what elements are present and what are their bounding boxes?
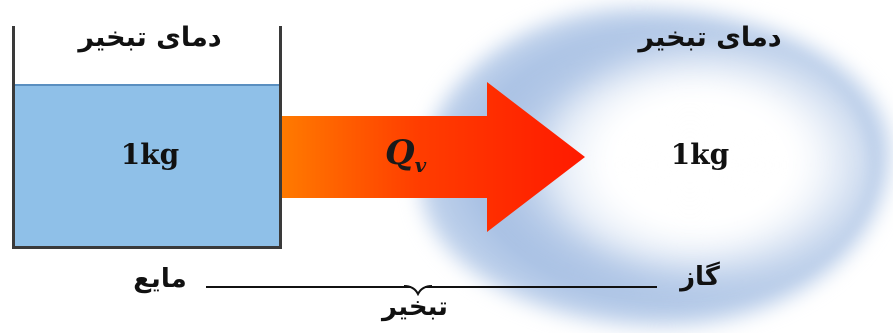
heat-symbol: Qv — [385, 133, 426, 177]
beaker-left-wall — [12, 26, 15, 249]
heat-symbol-subscript: v — [415, 153, 427, 177]
process-line-left — [206, 286, 411, 288]
heat-symbol-letter: Q — [385, 133, 415, 173]
heat-arrow — [282, 82, 587, 232]
liquid-surface — [15, 84, 279, 86]
heat-arrow-shape — [282, 82, 585, 232]
gas-state-label: گاز — [655, 262, 745, 292]
liquid-mass-label: 1kg — [100, 138, 200, 171]
process-line-right — [425, 286, 657, 288]
gas-mass-label: 1kg — [650, 138, 750, 171]
process-label: تبخیر — [350, 292, 480, 322]
liquid-temperature-label: دمای تبخیر — [60, 22, 240, 53]
beaker-bottom — [12, 246, 282, 249]
liquid-state-label: مایع — [110, 264, 210, 294]
gas-temperature-label: دمای تبخیر — [620, 22, 800, 53]
